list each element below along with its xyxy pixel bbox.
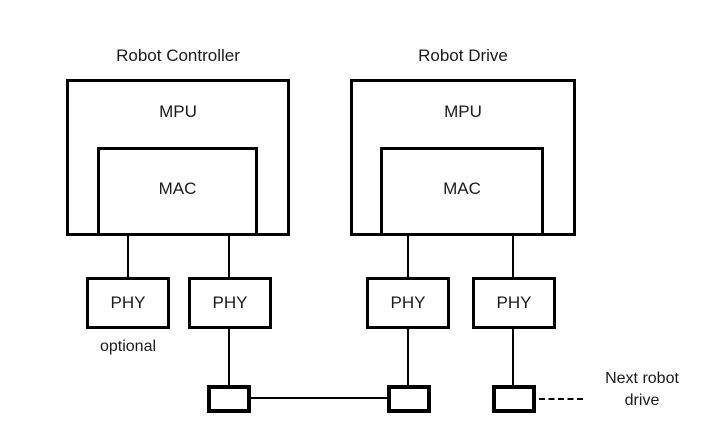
connector-box-2 xyxy=(387,385,431,413)
bus-link-connector-1-to-2 xyxy=(249,397,389,399)
link-mac-to-phy-controller-1 xyxy=(127,236,129,277)
mac-box-robot-controller: MAC xyxy=(97,147,258,236)
phy-box-drive-1: PHY xyxy=(366,277,450,329)
phy-box-drive-2: PHY xyxy=(472,277,556,329)
next-robot-drive-annotation: Next robot drive xyxy=(576,368,708,412)
link-mac-to-phy-drive-1 xyxy=(407,236,409,277)
connector-box-3 xyxy=(492,385,536,413)
group-title-robot-controller: Robot Controller xyxy=(116,46,240,65)
optional-caption: optional xyxy=(99,338,157,355)
next-robot-drive-line-2: drive xyxy=(624,392,660,409)
phy-box-controller-1: PHY xyxy=(86,277,170,329)
next-robot-drive-line-1: Next robot xyxy=(605,370,679,387)
link-phy-to-connector-3 xyxy=(512,329,514,385)
connector-box-1 xyxy=(207,385,251,413)
phy-box-controller-2: PHY xyxy=(188,277,272,329)
dashed-link-next-robot-drive xyxy=(539,398,583,400)
link-phy-to-connector-1 xyxy=(228,329,230,385)
link-mac-to-phy-controller-2 xyxy=(228,236,230,277)
mpu-label-robot-drive: MPU xyxy=(444,102,482,121)
phy-label-controller-2: PHY xyxy=(212,293,248,312)
mac-label-robot-drive: MAC xyxy=(443,179,481,198)
group-title-robot-drive: Robot Drive xyxy=(418,46,508,65)
mac-box-robot-drive: MAC xyxy=(380,147,544,236)
mpu-label-robot-controller: MPU xyxy=(159,102,197,121)
link-phy-to-connector-2 xyxy=(407,329,409,385)
phy-label-controller-1: PHY xyxy=(110,293,146,312)
mac-label-robot-controller: MAC xyxy=(158,179,197,198)
phy-label-drive-1: PHY xyxy=(390,293,426,312)
phy-label-drive-2: PHY xyxy=(496,293,532,312)
link-mac-to-phy-drive-2 xyxy=(512,236,514,277)
